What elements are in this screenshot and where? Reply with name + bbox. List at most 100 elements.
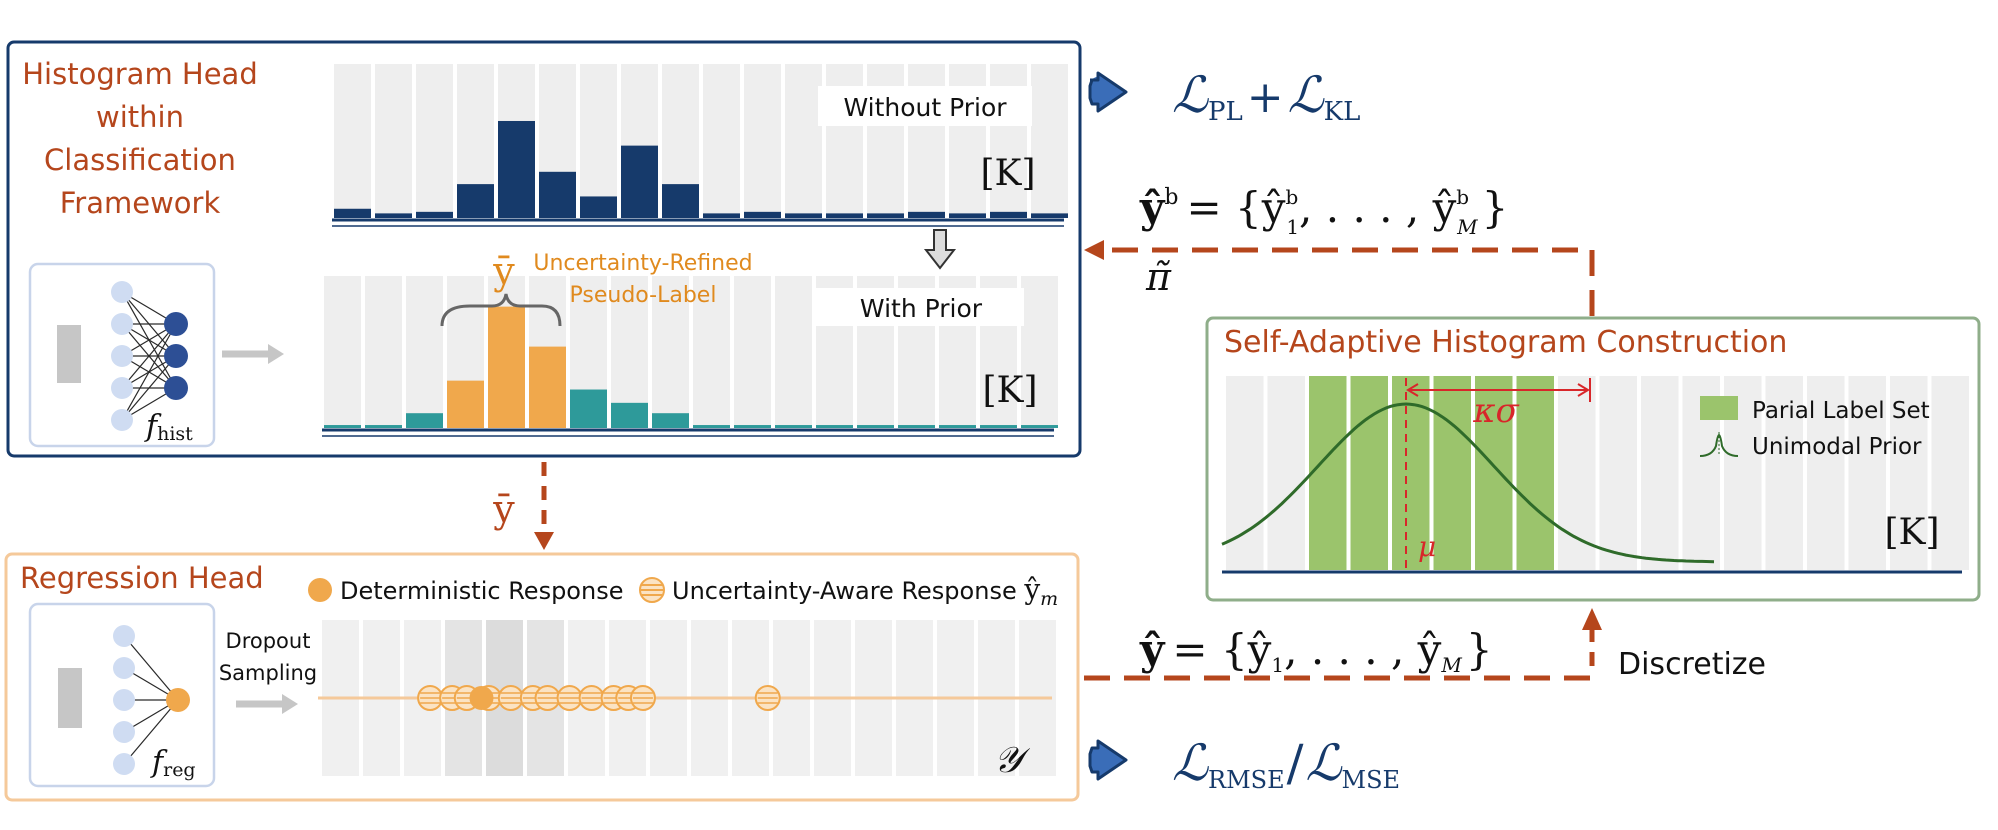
without-prior-bar	[990, 211, 1027, 218]
adaptive-bin-bg	[1765, 376, 1803, 570]
pseudo-label-brace	[440, 293, 562, 327]
legend-partial-swatch	[1700, 396, 1738, 420]
loss-arrow-bottom-icon	[1088, 739, 1128, 781]
reg-net-output-node	[166, 688, 190, 712]
mu-label: μ	[1418, 530, 1436, 563]
pi-label: π̃	[1145, 255, 1172, 299]
legend-prior-icon	[1699, 434, 1739, 457]
discretize-label: Discretize	[1618, 647, 1766, 682]
adaptive-bin-bg	[1641, 376, 1679, 570]
legend-unc-label: Uncertainty-Aware Response ŷm	[672, 573, 1058, 610]
without-prior-bar	[334, 208, 371, 218]
without-prior-bar	[949, 213, 986, 218]
ybar-symbol-top: ȳ	[492, 249, 515, 293]
partial-label-bin	[1309, 376, 1347, 570]
without-prior-bin-bg	[744, 64, 781, 218]
adaptive-bin-bg	[1807, 376, 1845, 570]
without-prior-bar	[867, 213, 904, 218]
with-prior-bin-bg	[1021, 276, 1058, 428]
reg-net-input-node	[113, 721, 135, 743]
hist-net-input-node	[111, 345, 133, 367]
without-prior-bin-bg	[785, 64, 822, 218]
without-prior-bar	[1031, 213, 1068, 218]
with-prior-bin-bg	[365, 276, 402, 428]
partial-label-bin	[1350, 376, 1388, 570]
hist-net-edge	[121, 323, 177, 389]
legend-partial-label: Parial Label Set	[1752, 398, 1930, 424]
without-prior-bin-bg	[703, 64, 740, 218]
reg-net-input-node	[113, 625, 135, 647]
ybar-arrowhead	[534, 532, 554, 550]
ybar-arrow-label: ȳ	[492, 487, 515, 531]
without-prior-bar	[744, 211, 781, 218]
hist-net-output-node	[164, 344, 188, 368]
adaptive-bin-bg	[1599, 376, 1637, 570]
dashed-arrow-to-hist	[1092, 247, 1595, 316]
unimodal-prior-curve	[1221, 402, 1715, 564]
hist-panel	[6, 40, 1082, 458]
without-prior-bar	[416, 211, 453, 218]
with-prior-bar	[447, 380, 484, 428]
with-prior-bin-bg	[611, 276, 648, 428]
with-prior-bar	[1021, 425, 1058, 428]
dropout-line-1: Dropout	[226, 629, 311, 653]
pseudo-label-line-2: Pseudo-Label	[570, 283, 717, 308]
without-prior-bar	[785, 213, 822, 218]
without-prior-bar	[580, 196, 617, 218]
with-prior-bin-bg	[406, 276, 443, 428]
hist-net-output-node	[164, 312, 188, 336]
without-prior-bin-bg	[334, 64, 371, 218]
reg-net-edge	[123, 699, 179, 765]
without-prior-bin-bg	[580, 64, 617, 218]
kappa-arrowhead-right	[1577, 383, 1590, 397]
with-prior-bar	[406, 413, 443, 428]
with-prior-bar	[898, 425, 935, 428]
hist-net-input-node	[111, 377, 133, 399]
adaptive-bin-bg	[1267, 376, 1305, 570]
partial-label-bin	[1516, 376, 1554, 570]
adaptive-title: Self-Adaptive Histogram Construction	[1224, 325, 1787, 360]
pseudo-label-line-1: Uncertainty-Refined	[533, 251, 752, 276]
reg-panel	[4, 552, 1080, 802]
without-prior-bar	[662, 184, 699, 218]
regression-points	[417, 685, 781, 711]
legend-det-icon	[308, 578, 332, 602]
partial-label-bin	[1475, 376, 1513, 570]
with-prior-bar	[365, 425, 402, 428]
with-prior-bar	[611, 402, 648, 428]
with-prior-bar	[857, 425, 894, 428]
with-prior-bar	[529, 346, 566, 428]
with-prior-bar	[980, 425, 1017, 428]
without-prior-histogram	[334, 64, 1068, 218]
dashed-arrowhead-to-hist	[1084, 240, 1104, 260]
reg-net-edge	[123, 635, 179, 701]
hist-net-edge	[121, 355, 177, 421]
without-prior-bar	[826, 213, 863, 218]
with-prior-bar	[570, 389, 607, 428]
without-prior-bar	[375, 213, 412, 218]
without-prior-bar	[539, 171, 576, 218]
reg-net-input-node	[113, 689, 135, 711]
deterministic-point	[469, 686, 494, 710]
legend-det-label: Deterministic Response	[340, 577, 623, 605]
without-prior-bar	[703, 213, 740, 218]
dropout-line-2: Sampling	[219, 661, 317, 685]
with-prior-bar	[816, 425, 853, 428]
kappa-sigma-label: κσ	[1472, 391, 1519, 431]
with-prior-bin-bg	[652, 276, 689, 428]
without-prior-label: Without Prior	[843, 93, 1007, 122]
without-prior-bar	[457, 184, 494, 218]
with-prior-label-box	[814, 288, 1024, 326]
partial-label-bin	[1433, 376, 1471, 570]
without-prior-bar	[498, 120, 535, 218]
without-prior-bin-bg	[375, 64, 412, 218]
legend-unc-icon	[639, 577, 665, 603]
hist-title-line-2: within	[96, 100, 184, 134]
hist-title-line-4: Framework	[60, 186, 221, 220]
y-equation: ŷ= {ŷ1, . . . , ŷM}	[1139, 625, 1493, 677]
hist-net-edge	[121, 323, 177, 421]
hist-title-line-3: Classification	[44, 143, 236, 177]
without-prior-bin-bg	[416, 64, 453, 218]
with-prior-bar	[775, 425, 812, 428]
loss-top-formula: ℒPL+ℒKL	[1172, 66, 1360, 127]
